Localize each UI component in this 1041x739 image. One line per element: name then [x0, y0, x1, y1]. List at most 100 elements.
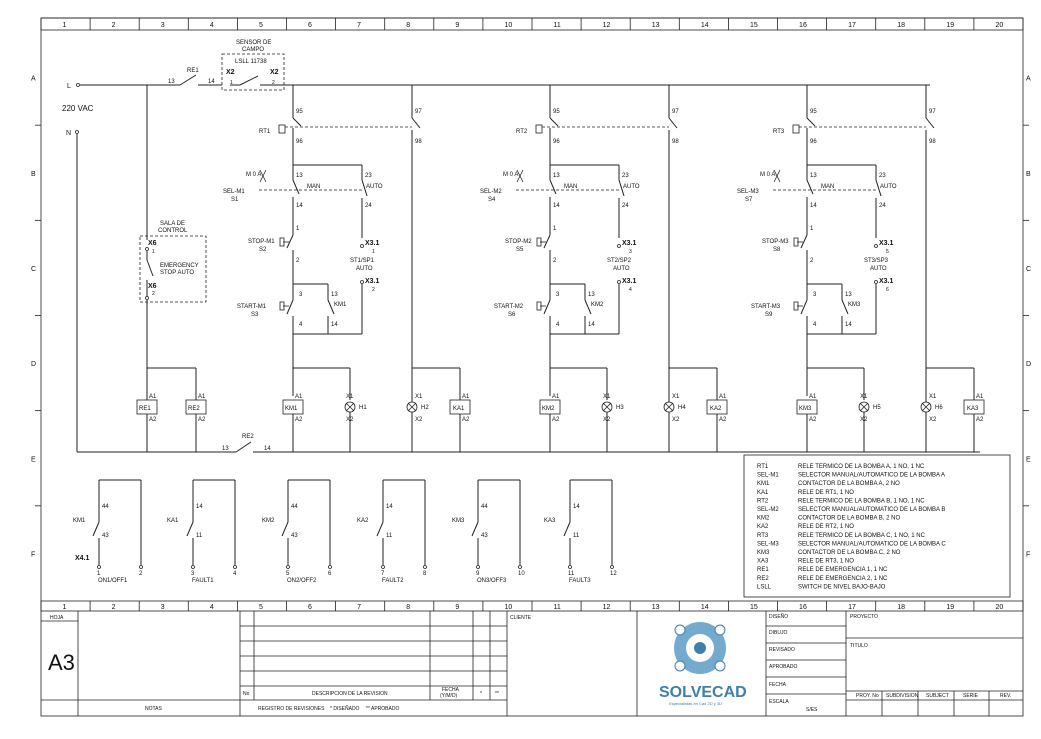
legend-description: SELECTOR MANUAL/AUTOMATICO DE LA BOMBA A	[798, 473, 945, 479]
svg-text:TITULO: TITULO	[850, 643, 868, 649]
svg-text:PROY. No: PROY. No	[856, 693, 879, 699]
legend-description: RELE TERMICO DE LA BOMBA B, 1 NO, 1 NC	[798, 498, 925, 504]
column-label-bottom: 1	[63, 604, 67, 611]
svg-text:A1: A1	[462, 394, 470, 400]
svg-text:13: 13	[588, 292, 595, 298]
svg-text:98: 98	[672, 139, 679, 145]
svg-text:4: 4	[299, 322, 303, 328]
svg-text:S9: S9	[765, 312, 773, 318]
legend-description: CONTACTOR DE LA BOMBA A, 2 NO	[798, 481, 900, 487]
field-sensor-term-left: X2	[226, 69, 235, 76]
voltage-label: 220 VAC	[62, 104, 94, 113]
column-label-bottom: 10	[504, 604, 512, 611]
svg-text:43: 43	[481, 533, 488, 539]
svg-text:S7: S7	[745, 197, 753, 203]
svg-text:11: 11	[568, 571, 575, 577]
row-label-right: A	[1026, 76, 1031, 83]
column-label-top: 3	[161, 22, 165, 29]
coil-a2: A2	[198, 417, 206, 423]
svg-text:FECHA: FECHA	[769, 682, 787, 688]
svg-text:96: 96	[810, 139, 817, 145]
svg-text:AUTO: AUTO	[613, 266, 630, 272]
column-ruler: 1122334455667788991010111112121313141415…	[63, 18, 1003, 611]
column-label-bottom: 9	[455, 604, 459, 611]
svg-text:X2: X2	[672, 417, 680, 423]
column-label-top: 11	[554, 22, 561, 29]
km-seal-tag: KM1	[334, 302, 347, 308]
svg-text:A2: A2	[295, 417, 303, 423]
column-label-bottom: 17	[848, 604, 856, 611]
svg-text:APROBADO: APROBADO	[769, 664, 797, 670]
start-button-tag: START-M2	[494, 304, 524, 310]
svg-text:23: 23	[622, 173, 629, 179]
svg-text:2: 2	[810, 258, 814, 264]
svg-text:14: 14	[573, 504, 580, 510]
svg-text:X1: X1	[346, 394, 354, 400]
svg-text:AUTO: AUTO	[870, 266, 887, 272]
field-sensor-title2: CAMPO	[242, 47, 264, 53]
column-label-top: 8	[406, 22, 410, 29]
svg-text:AUTO: AUTO	[366, 184, 383, 190]
auto-input-tag: ST1/SP1	[350, 258, 375, 264]
svg-text:43: 43	[102, 533, 109, 539]
svg-text:97: 97	[415, 109, 422, 115]
svg-text:CLIENTE: CLIENTE	[510, 615, 532, 621]
svg-text:1: 1	[97, 571, 101, 577]
column-label-top: 12	[603, 22, 611, 29]
svg-text:S4: S4	[488, 197, 496, 203]
column-label-bottom: 4	[210, 604, 214, 611]
output-contact-tag: KM3	[452, 518, 465, 524]
legend-tag: RT3	[757, 533, 769, 539]
re1-pin-a: 13	[168, 79, 175, 85]
column-label-bottom: 14	[701, 604, 709, 611]
svg-text:*: *	[480, 691, 482, 697]
line-n-label: N	[66, 130, 71, 137]
svg-text:1: 1	[372, 249, 375, 255]
svg-text:23: 23	[879, 173, 886, 179]
legend-tag: LSLL	[757, 584, 772, 590]
legend-tag: KM1	[757, 481, 770, 487]
output-contact-tag: KA1	[167, 518, 179, 524]
column-label-bottom: 11	[554, 604, 561, 611]
svg-text:3: 3	[299, 292, 303, 298]
selector-mode-label: M 0 A	[246, 172, 261, 178]
selector-mode-label: M 0 A	[503, 172, 518, 178]
svg-text:MAN: MAN	[564, 184, 577, 190]
solvecad-logo	[674, 622, 726, 674]
column-label-top: 10	[504, 22, 512, 29]
fault-lamp-tag: H6	[935, 405, 943, 411]
output-contact-tag: KM2	[262, 518, 275, 524]
svg-text:2: 2	[553, 258, 557, 264]
svg-text:14: 14	[386, 504, 393, 510]
legend-tag: KA1	[757, 490, 769, 496]
svg-text:44: 44	[481, 504, 488, 510]
svg-text:1: 1	[553, 226, 557, 232]
svg-text:24: 24	[879, 203, 886, 209]
svg-text:RE2: RE2	[242, 434, 254, 440]
svg-text:S6: S6	[508, 312, 516, 318]
svg-text:95: 95	[296, 109, 303, 115]
auto-input-tag: ST2/SP2	[607, 258, 632, 264]
svg-text:X3.1: X3.1	[622, 278, 637, 285]
ka-coil-tag: KA2	[710, 406, 722, 412]
line-l-label: L	[67, 83, 71, 90]
svg-text:X1: X1	[860, 394, 868, 400]
svg-text:DESCRIPCION DE LA REVISION: DESCRIPCION DE LA REVISION	[312, 691, 388, 697]
svg-text:2: 2	[296, 258, 300, 264]
selector-tag: SEL-M2	[480, 189, 502, 195]
row-label-right: F	[1026, 551, 1030, 558]
svg-text:SERIE: SERIE	[963, 693, 979, 699]
supply-lines: L 220 VAC N	[62, 83, 168, 452]
output-signal-label: FAULT2	[382, 578, 404, 584]
field-sensor-box: SENSOR DE CAMPO LSLL 11738 X2 X2 1 2	[221, 40, 930, 91]
column-label-bottom: 18	[897, 604, 905, 611]
legend-description: RELE DE RT3, 1 NO	[798, 559, 854, 565]
legend-description: RELE DE EMERGENCIA 2, 1 NC	[798, 576, 888, 582]
stop-button-tag: STOP-M2	[505, 239, 532, 245]
svg-text:X3.1: X3.1	[365, 278, 380, 285]
legend-description: RELE DE RT2, 1 NO	[798, 524, 854, 530]
